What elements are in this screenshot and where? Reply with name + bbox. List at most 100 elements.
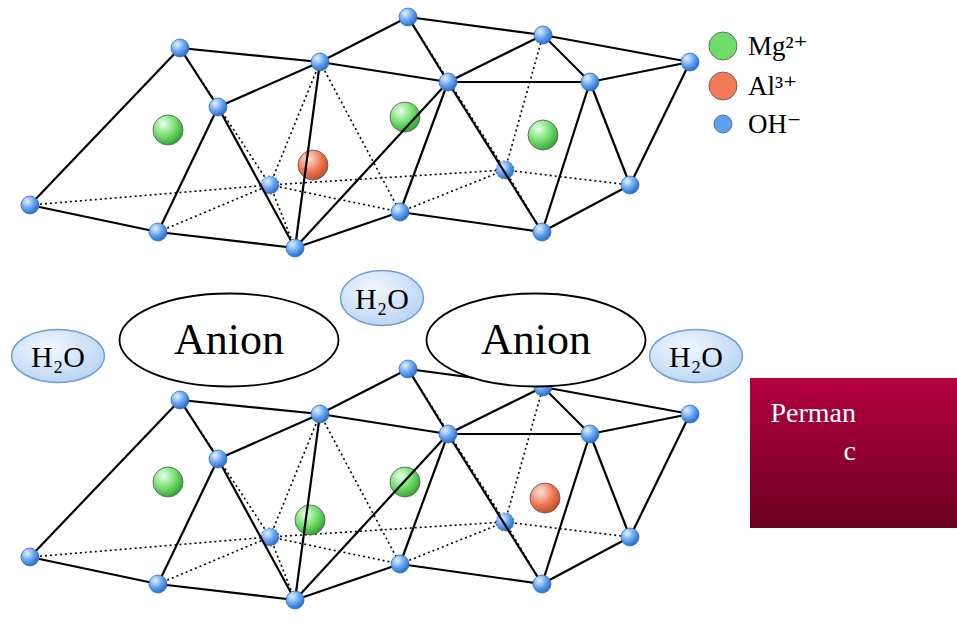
ellipse-outline [12, 330, 105, 383]
octahedron-edge [590, 82, 630, 185]
legend-swatch-circle [709, 32, 737, 60]
hidden-edge [270, 185, 400, 212]
hidden-edge [30, 537, 270, 557]
octahedron-edge [543, 387, 590, 434]
metal-cation [530, 483, 560, 513]
hydroxide-ion [286, 591, 304, 609]
hydroxide-ion [149, 223, 167, 241]
octahedron-edge [590, 434, 630, 537]
banner-text: Perman c [768, 394, 856, 470]
octahedron-edge [448, 82, 542, 232]
octahedron-edge [30, 400, 180, 557]
octahedron-edge [30, 205, 158, 232]
octahedron-edge [320, 414, 448, 434]
octahedron-edge [180, 48, 320, 62]
hydroxide-ion [21, 196, 39, 214]
octahedron-edge [408, 17, 448, 82]
ellipse-outline [341, 271, 424, 326]
ellipse-outline [427, 294, 646, 387]
octahedron-edge [542, 537, 630, 584]
anion-ellipse: Anion [425, 292, 647, 388]
octahedron-edge [320, 369, 408, 414]
water-molecule: H₂O [10, 328, 106, 384]
metal-cation [153, 467, 183, 497]
molecule-label: H₂O [31, 340, 85, 373]
anion-label: Anion [174, 316, 284, 364]
octahedron-edge [180, 48, 218, 107]
octahedron-edge [400, 212, 542, 232]
hydroxide-ion [209, 450, 227, 468]
hidden-edge [270, 537, 295, 600]
octahedron-edge [320, 62, 448, 82]
hydroxide-ion [439, 425, 457, 443]
hydroxide-ion [581, 425, 599, 443]
hydroxide-ion [533, 223, 551, 241]
hidden-edge [158, 537, 270, 584]
octahedron-edge [400, 564, 542, 584]
octahedron-edge [448, 35, 543, 82]
legend-swatch [708, 31, 738, 61]
anion-label: Anion [481, 316, 591, 364]
legend-entry: OH⁻ [708, 106, 801, 142]
legend-swatch [708, 71, 738, 101]
octahedron-edge [158, 459, 218, 584]
hidden-edge [505, 170, 630, 185]
hydroxide-layer [21, 8, 699, 257]
octahedron-edge [590, 62, 690, 82]
octahedron-edge [30, 557, 158, 584]
octahedron-edge [295, 564, 400, 600]
octahedron-edge [590, 414, 690, 434]
hidden-edge [320, 62, 400, 212]
hydroxide-ion [21, 548, 39, 566]
hydroxide-ion [391, 555, 409, 573]
hydroxide-ion [311, 53, 329, 71]
octahedron-edge [448, 81, 590, 83]
hydroxide-ion [391, 203, 409, 221]
octahedron-edge [218, 107, 295, 248]
metal-cation [295, 505, 325, 535]
molecule-label: H₂O [355, 282, 409, 315]
octahedron-edge [400, 82, 448, 212]
hydroxide-ion [399, 8, 417, 26]
hydroxide-ion [621, 176, 639, 194]
hydroxide-ion [311, 405, 329, 423]
octahedron-edge [448, 387, 543, 434]
metal-cation [153, 115, 183, 145]
octahedron-edge [630, 414, 690, 537]
ellipse-outline [650, 330, 743, 383]
hidden-edge [505, 522, 630, 537]
hidden-edge [320, 414, 400, 564]
octahedron-edge [408, 369, 448, 434]
octahedron-edge [180, 400, 218, 459]
octahedron-edge [218, 62, 320, 107]
molecule-label: H₂O [669, 340, 723, 373]
hidden-edge [30, 185, 270, 205]
metal-cation [528, 120, 558, 150]
charge-banner: Perman c [750, 378, 957, 528]
legend-label: OH⁻ [748, 108, 801, 140]
anion-ellipse: Anion [118, 292, 340, 388]
octahedron-edge [30, 48, 180, 205]
hydroxide-ion [681, 405, 699, 423]
hydroxide-ion [439, 73, 457, 91]
hidden-edge [180, 400, 270, 537]
legend-swatch-circle [714, 115, 732, 133]
hydroxide-ion [534, 26, 552, 44]
octahedron-edge [295, 212, 400, 248]
octahedron-edge [295, 434, 448, 600]
legend-label: Mg²⁺ [748, 30, 808, 62]
hydroxide-ion [581, 73, 599, 91]
water-molecule: H₂O [339, 269, 425, 327]
hydroxide-ion [171, 39, 189, 57]
hydroxide-ion [621, 528, 639, 546]
octahedron-edge [543, 35, 590, 82]
octahedron-edge [320, 17, 408, 62]
hidden-edge [505, 35, 543, 170]
hydroxide-ion [149, 575, 167, 593]
metal-cation [298, 150, 328, 180]
hydroxide-layer [21, 360, 699, 609]
octahedron-edge [295, 62, 320, 248]
octahedron-edge [408, 17, 543, 35]
octahedron-edge [542, 185, 630, 232]
